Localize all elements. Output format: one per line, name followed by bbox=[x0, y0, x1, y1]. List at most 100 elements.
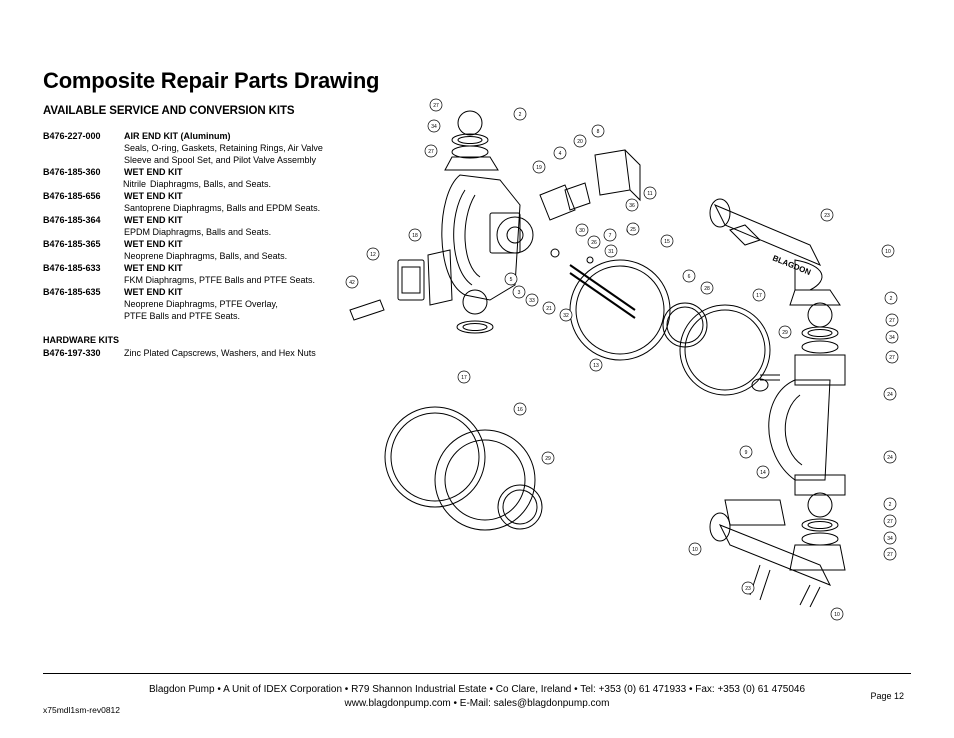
flange-block bbox=[794, 354, 846, 386]
footer-address: Blagdon Pump • A Unit of IDEX Corporatio… bbox=[148, 684, 806, 695]
callout-bubble bbox=[883, 531, 897, 545]
kit-line: Seals, O-ring, Gaskets, Retaining Rings,… bbox=[124, 143, 323, 153]
callout-label: 27 bbox=[887, 519, 893, 525]
callout-label: 29 bbox=[545, 456, 551, 462]
callout-label: 27 bbox=[433, 103, 439, 109]
callout-label: 42 bbox=[349, 280, 355, 286]
callout-bubble bbox=[830, 607, 844, 621]
seat-ring bbox=[801, 518, 839, 532]
seat-ring bbox=[801, 326, 839, 340]
callout-label: 19 bbox=[536, 165, 542, 171]
callout-bubble bbox=[542, 301, 556, 315]
callout-label: 21 bbox=[546, 306, 552, 312]
outlet-manifold bbox=[713, 204, 822, 266]
callout-bubble bbox=[752, 288, 766, 302]
callout-bubble bbox=[457, 370, 471, 384]
callout-bubble bbox=[589, 358, 603, 372]
ball-part bbox=[462, 289, 488, 315]
callout-label: 23 bbox=[824, 213, 830, 219]
callout-label: 6 bbox=[688, 274, 691, 280]
callout-label: 33 bbox=[529, 298, 535, 304]
callout-bubble bbox=[625, 198, 639, 212]
callout-bubble bbox=[643, 186, 657, 200]
pilot-gasket bbox=[539, 184, 576, 221]
callout-bubble bbox=[513, 402, 527, 416]
kit-name: WET END KIT bbox=[124, 167, 183, 177]
callout-label: 27 bbox=[428, 149, 434, 155]
callout-bubble bbox=[883, 547, 897, 561]
fluid-chamber bbox=[768, 379, 831, 481]
inlet-manifold bbox=[718, 524, 832, 586]
callout-label: 2 bbox=[890, 296, 893, 302]
air-chamber bbox=[441, 174, 521, 301]
kit-code: B476-185-364 bbox=[43, 215, 101, 225]
kit-name: WET END KIT bbox=[124, 263, 183, 273]
o-ring bbox=[801, 532, 839, 546]
kit-line: Zinc Plated Capscrews, Washers, and Hex … bbox=[124, 348, 316, 358]
footer-rule bbox=[43, 673, 911, 674]
callout-label: 2 bbox=[889, 502, 892, 508]
callout-bubble bbox=[626, 222, 640, 236]
air-valve bbox=[397, 259, 425, 301]
callout-bubble bbox=[427, 119, 441, 133]
callout-label: 27 bbox=[889, 318, 895, 324]
callout-label: 14 bbox=[760, 470, 766, 476]
callout-bubble bbox=[660, 234, 674, 248]
callout-label: 10 bbox=[885, 249, 891, 255]
callout-bubble bbox=[741, 581, 755, 595]
manifold-flange bbox=[444, 156, 499, 171]
callout-bubble bbox=[559, 308, 573, 322]
kit-line: Santoprene Diaphragms, Balls and EPDM Se… bbox=[124, 203, 321, 213]
callout-bubble bbox=[587, 235, 601, 249]
callout-bubble bbox=[885, 330, 899, 344]
ball-part bbox=[807, 302, 833, 328]
callout-label: 24 bbox=[887, 455, 893, 461]
callout-label: 15 bbox=[664, 239, 670, 245]
kit-code: B476-185-635 bbox=[43, 287, 101, 297]
callout-label: 9 bbox=[745, 450, 748, 456]
callout-label: 27 bbox=[889, 355, 895, 361]
callout-bubble bbox=[513, 107, 527, 121]
o-ring bbox=[801, 340, 839, 354]
page-title: Composite Repair Parts Drawing bbox=[43, 68, 380, 93]
seat-ring bbox=[451, 133, 489, 147]
callout-label: 17 bbox=[756, 293, 762, 299]
callout-bubble bbox=[366, 247, 380, 261]
callout-bubble bbox=[532, 160, 546, 174]
inlet-manifold-flange bbox=[724, 499, 786, 526]
muffler bbox=[349, 299, 385, 321]
callout-label: 24 bbox=[887, 392, 893, 398]
callout-bubble bbox=[883, 497, 897, 511]
callout-label: 12 bbox=[370, 252, 376, 258]
kit-code: B476-185-656 bbox=[43, 191, 101, 201]
callout-bubble bbox=[429, 98, 443, 112]
callout-bubble bbox=[881, 244, 895, 258]
kit-material: Nitrile bbox=[123, 179, 147, 189]
shaft bbox=[569, 264, 636, 311]
callout-bubble bbox=[739, 445, 753, 459]
callout-bubble bbox=[884, 291, 898, 305]
callout-label: 20 bbox=[577, 139, 583, 145]
callout-bubble bbox=[591, 124, 605, 138]
document-code: x75mdl1sm-rev0812 bbox=[43, 705, 121, 715]
callout-bubble bbox=[885, 313, 899, 327]
callout-label: 4 bbox=[559, 151, 562, 157]
kit-line: EPDM Diaphragms, Balls and Seats. bbox=[124, 227, 272, 237]
callout-bubble bbox=[883, 387, 897, 401]
callout-label: 2 bbox=[519, 112, 522, 118]
callout-label: 26 bbox=[591, 240, 597, 246]
ball-part bbox=[807, 492, 833, 518]
callout-bubble bbox=[345, 275, 359, 289]
diaphragm bbox=[384, 406, 486, 508]
diaphragm-plate bbox=[497, 484, 543, 530]
seat-ring bbox=[456, 320, 494, 334]
callout-label: 30 bbox=[579, 228, 585, 234]
kit-code: B476-185-365 bbox=[43, 239, 101, 249]
callout-bubble bbox=[525, 293, 539, 307]
callout-label: 7 bbox=[609, 233, 612, 239]
callout-bubble bbox=[541, 451, 555, 465]
callout-bubble bbox=[700, 281, 714, 295]
callout-label: 31 bbox=[608, 249, 614, 255]
kit-line: Neoprene Diaphragms, PTFE Overlay, bbox=[124, 299, 278, 309]
pilot-valve bbox=[594, 149, 631, 196]
